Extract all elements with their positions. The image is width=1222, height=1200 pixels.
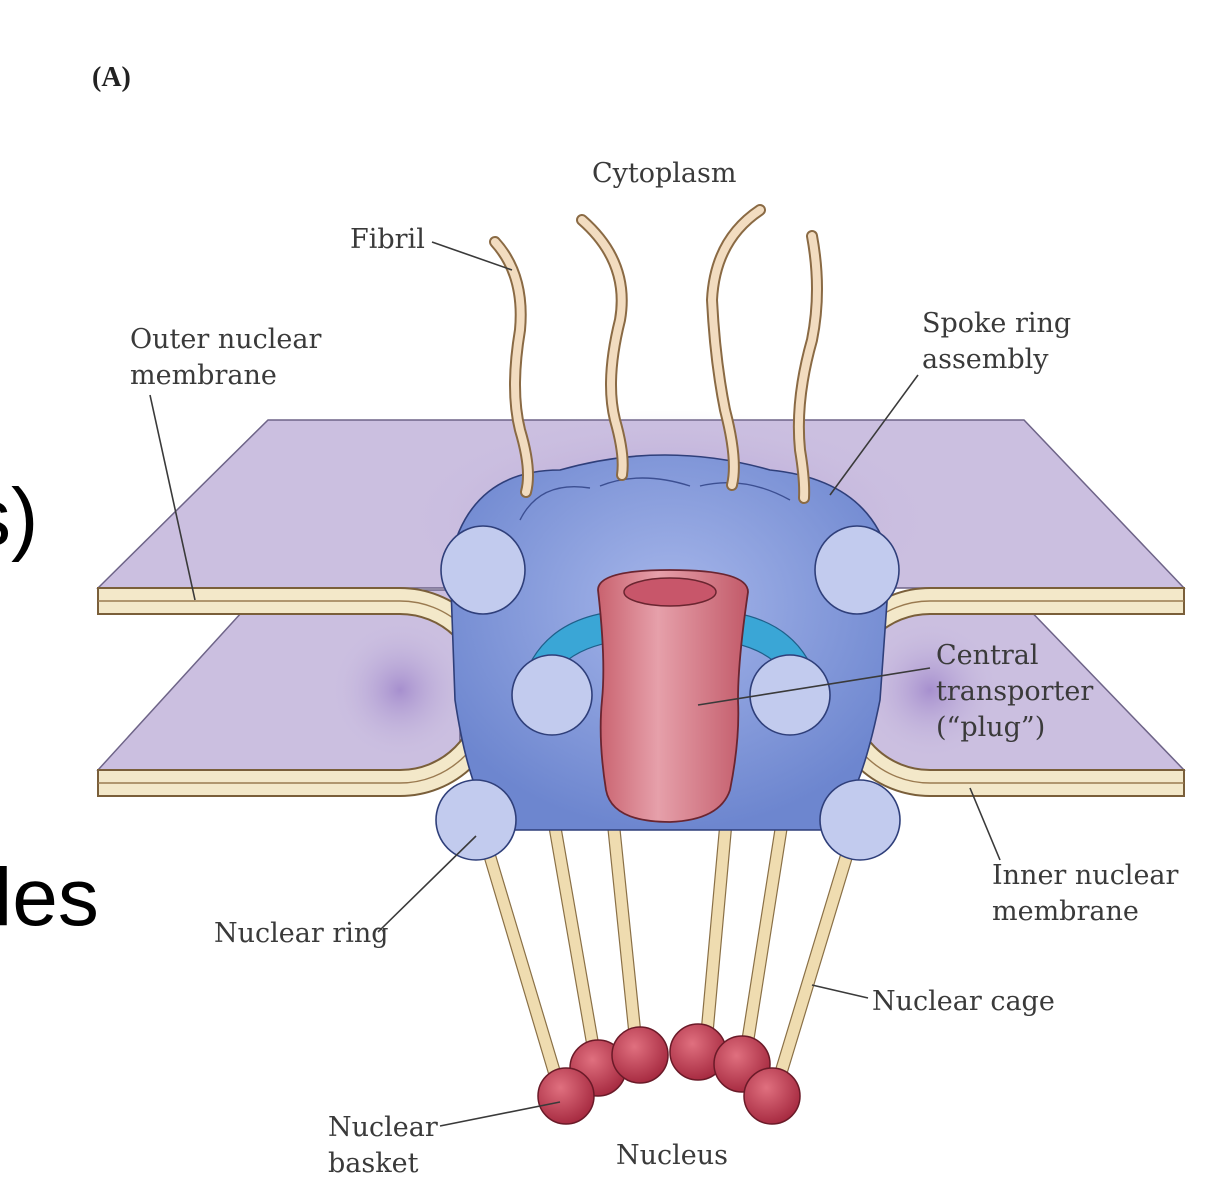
label-nuclear-basket-1: Nuclear: [328, 1112, 438, 1143]
label-spoke-ring-2: assembly: [922, 344, 1049, 375]
label-inner-membrane-2: membrane: [992, 896, 1139, 927]
label-central-transporter-1: Central: [936, 640, 1039, 671]
slide-text-fragment-lower: les: [0, 852, 99, 943]
label-fibril: Fibril: [350, 224, 425, 255]
label-outer-membrane-2: membrane: [130, 360, 277, 391]
nuclear-basket: [537, 1023, 801, 1125]
slide-text-fragment-upper: s): [0, 472, 38, 563]
label-cytoplasm: Cytoplasm: [592, 158, 737, 189]
label-nucleus: Nucleus: [616, 1140, 728, 1171]
inner-membrane-plane: [96, 589, 1186, 771]
cytoplasmic-fibrils: [489, 204, 823, 504]
label-spoke-ring-1: Spoke ring: [922, 308, 1071, 339]
nuclear-cage: [481, 799, 855, 1093]
label-inner-membrane-1: Inner nuclear: [992, 860, 1179, 891]
label-central-transporter-3: (“plug”): [936, 712, 1045, 743]
label-nuclear-ring: Nuclear ring: [214, 918, 389, 949]
label-central-transporter-2: transporter: [936, 676, 1093, 707]
label-nuclear-cage: Nuclear cage: [872, 986, 1055, 1017]
leader-lines: [149, 241, 1001, 1127]
label-outer-membrane-1: Outer nuclear: [130, 324, 321, 355]
panel-label: (A): [92, 62, 131, 93]
label-nuclear-basket-2: basket: [328, 1148, 419, 1179]
central-transporter-plug: [597, 569, 749, 823]
